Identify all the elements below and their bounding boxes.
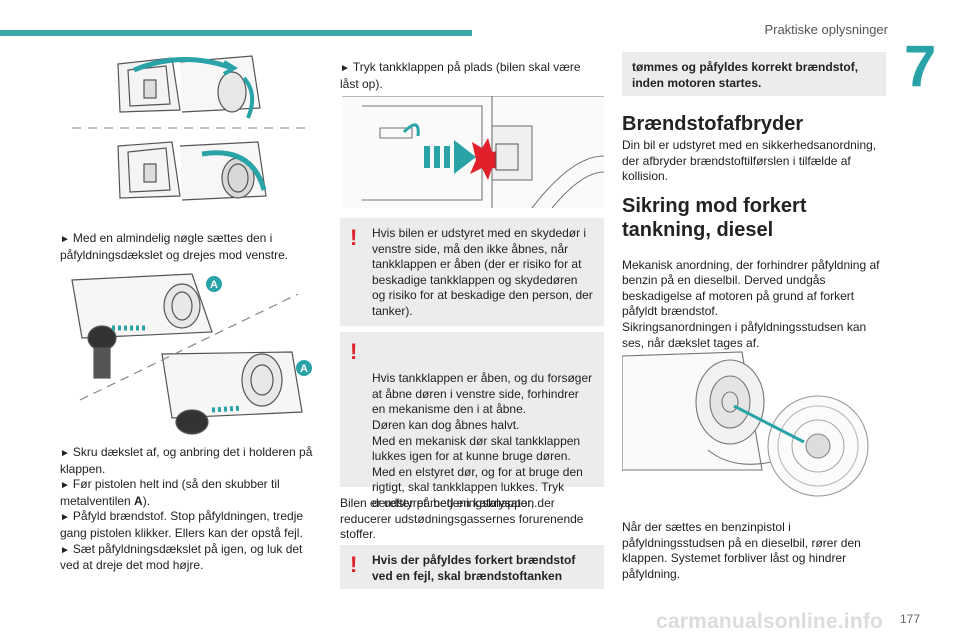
instruction-text: Påfyld brændstof. Stop påfyldningen, tre… — [60, 509, 304, 540]
watermark: carmanualsonline.info — [656, 610, 884, 633]
bullet-arrow-icon: ► — [60, 234, 70, 245]
warning-wrong-fuel: ! Hvis der påfyldes forkert brændstof ve… — [340, 545, 604, 589]
bullet-arrow-icon: ► — [60, 448, 70, 459]
section-title: Praktiske oplysninger — [764, 22, 888, 37]
label-a-bottom: A — [300, 363, 308, 375]
misfuel-device-illustration — [621, 350, 884, 498]
chapter-number: 7 — [904, 34, 937, 99]
warning-text: Hvis bilen er udstyret med en skydedør i… — [372, 226, 593, 318]
warning-icon: ! — [350, 339, 358, 364]
instruction-text: Før pistolen helt ind (så den skubber ti… — [60, 477, 280, 508]
instruction-label-a: A — [134, 493, 143, 508]
header-accent-bar — [0, 30, 472, 36]
instruction-text: Sæt påfyldningsdækslet på igen, og luk d… — [60, 541, 303, 573]
bullet-arrow-icon: ► — [60, 480, 70, 492]
warning-text: tømmes og påfyldes korrekt brændstof, in… — [632, 60, 859, 90]
label-a-top: A — [210, 279, 218, 291]
body-text: Mekanisk anordning, der forhindrer påfyl… — [622, 257, 880, 350]
body-text: Din bil er udstyret med en sikkerhedsano… — [622, 138, 877, 184]
instruction-refuel-steps: ►Skru dækslet af, og anbring det i holde… — [60, 445, 322, 574]
heading-fuel-cut-off: Brændstofafbryder — [622, 113, 804, 135]
heading-misfuel-prevention: Sikring mod forkert tankning, diesel — [622, 195, 807, 241]
instruction-text: ). — [142, 493, 151, 508]
instruction-text: Tryk tankklappen på plads (bilen skal væ… — [340, 60, 581, 91]
fuel-cut-off-text: Din bil er udstyret med en sikkerhedsano… — [622, 138, 888, 185]
catalyst-text: Bilen er udstyret med en katalysator, de… — [340, 496, 584, 542]
catalyst-info: Bilen er udstyret med en katalysator, de… — [340, 496, 602, 543]
bullet-arrow-icon: ► — [60, 512, 70, 524]
warning-wrong-fuel-continued: tømmes og påfyldes korrekt brændstof, in… — [622, 52, 886, 96]
warning-text: Hvis tankklappen er åben, og du forsøger… — [372, 371, 593, 510]
instruction-text: Skru dækslet af, og anbring det i holder… — [60, 445, 313, 476]
fuel-nozzle-illustration: A A — [62, 272, 320, 442]
warning-icon: ! — [350, 225, 358, 250]
instruction-unlock-cap: ►Med en almindelig nøgle sættes den i på… — [60, 231, 322, 263]
warning-icon: ! — [350, 552, 358, 577]
warning-door-mechanism: ! Hvis tankklappen er åben, og du forsøg… — [340, 332, 604, 510]
fuel-cap-illustration-1 — [62, 50, 320, 210]
bullet-arrow-icon: ► — [60, 544, 70, 556]
instruction-text: Med en almindelig nøgle sættes den i påf… — [60, 231, 289, 262]
page-number: 177 — [899, 612, 920, 626]
fuel-flap-illustration — [342, 95, 605, 209]
warning-sliding-door: ! Hvis bilen er udstyret med en skydedør… — [340, 218, 604, 326]
body-text: Når der sættes en benzinpistol i påfyldn… — [622, 520, 861, 581]
warning-text: Hvis der påfyldes forkert brændstof ved … — [372, 553, 576, 583]
misfuel-text: Mekanisk anordning, der forhindrer påfyl… — [622, 242, 888, 351]
misfuel-text-2: Når der sættes en benzinpistol i påfyldn… — [622, 520, 888, 582]
bullet-arrow-icon: ► — [340, 63, 350, 74]
instruction-close-flap: ►Tryk tankklappen på plads (bilen skal v… — [340, 60, 602, 92]
